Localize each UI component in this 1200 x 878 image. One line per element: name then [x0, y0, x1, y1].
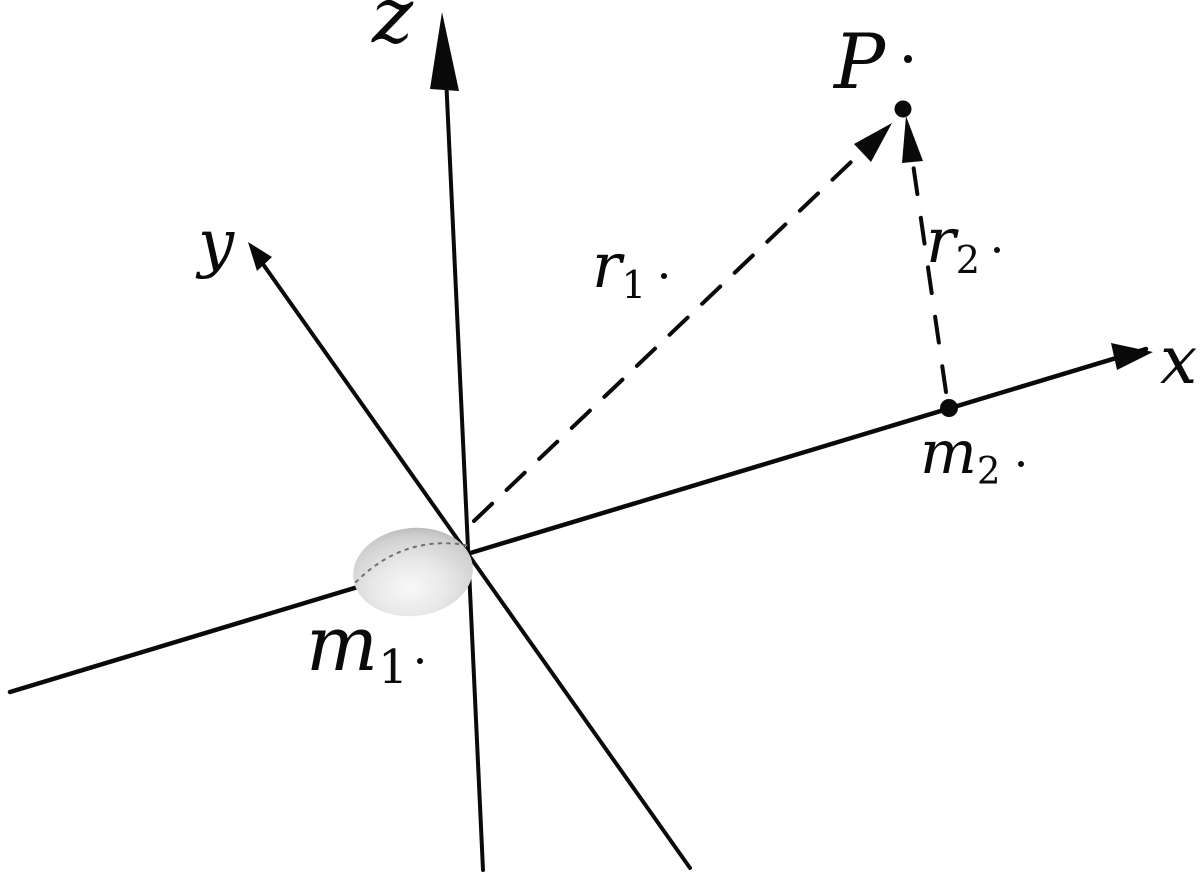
x-axis-arrowhead [1111, 343, 1153, 370]
r1-vector-label: r1 [592, 235, 646, 305]
y-axis-label: y [198, 207, 235, 281]
r2-label-letter: r [926, 204, 956, 277]
y-axis-line [251, 248, 692, 870]
r1-vector-dashed-line [472, 140, 874, 523]
x-axis-label: x [1160, 322, 1198, 399]
m1-label-period-dot [417, 658, 423, 664]
r2-arrowhead [902, 116, 923, 163]
r2-vector-label: r2 [926, 210, 980, 280]
m2-dot [940, 399, 958, 417]
point-p-dot [894, 100, 912, 118]
m1-ellipsoid [353, 527, 473, 617]
point-p-label: P [834, 17, 886, 106]
r2-label-period-dot [994, 247, 1000, 253]
m1-ellipsoid-body [353, 527, 473, 617]
m2-mass-label: m2 [920, 423, 1001, 490]
m1-ellipsoid-equator-dotted-line [355, 542, 472, 583]
r1-label-period-dot [661, 273, 667, 279]
y-axis-arrowhead [248, 242, 272, 271]
r1-label-letter: r [592, 229, 622, 302]
r1-arrowhead [854, 123, 892, 162]
m1-mass-label: m1 [306, 606, 408, 692]
m2-label-subscript: 2 [976, 448, 1001, 493]
m1-label-subscript: 1 [378, 640, 409, 696]
z-axis-line [443, 53, 485, 872]
m2-label-period-dot [1018, 461, 1024, 467]
r2-label-subscript: 2 [955, 237, 981, 283]
m1-label-letter: m [306, 599, 379, 688]
z-axis-label: z [372, 0, 414, 61]
r1-label-subscript: 1 [621, 262, 647, 308]
m2-label-letter: m [920, 418, 977, 488]
p-label-period-dot [904, 55, 912, 63]
r2-vector-dashed-line [909, 148, 948, 394]
x-axis-line [7, 346, 1149, 695]
z-axis-arrowhead [430, 12, 459, 91]
